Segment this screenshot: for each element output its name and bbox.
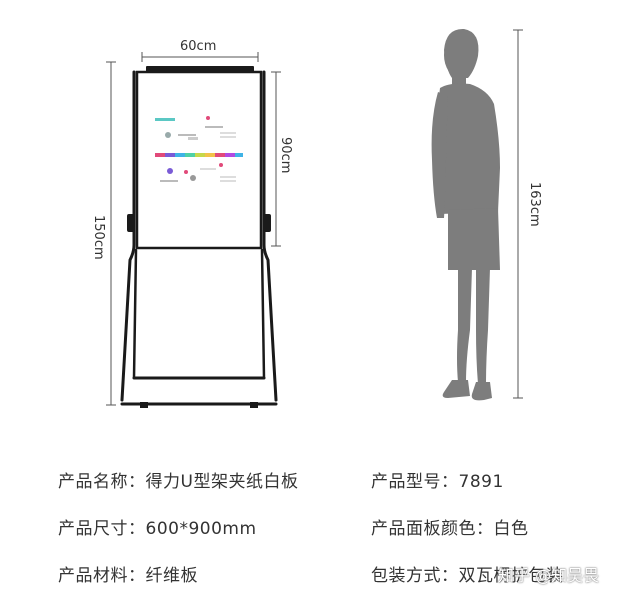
board-infographic xyxy=(155,116,243,182)
person-height-label: 163cm xyxy=(527,182,542,227)
color-bar xyxy=(155,153,243,157)
spec-material: 产品材料：纤维板 xyxy=(58,566,198,586)
person-silhouette xyxy=(431,28,500,401)
watermark: 知乎 @知吴畏 xyxy=(498,566,600,585)
whiteboard-stand xyxy=(120,66,278,408)
total-height-dimension-line xyxy=(106,61,116,406)
spec-product-name: 产品名称：得力U型架夹纸白板 xyxy=(58,472,299,492)
spec-model: 产品型号：7891 xyxy=(371,472,504,492)
width-dimension-line xyxy=(141,52,259,62)
spec-size: 产品尺寸：600*900mm xyxy=(58,519,257,539)
width-label: 60cm xyxy=(180,39,217,54)
spec-panel-color: 产品面板颜色：白色 xyxy=(371,519,529,539)
total-height-label: 150cm xyxy=(91,215,106,260)
person-height-dimension-line xyxy=(513,29,523,399)
board-height-label: 90cm xyxy=(278,137,293,174)
spec-package: 包装方式：双瓦楞护包装 xyxy=(371,566,564,586)
board-height-dimension-line xyxy=(271,71,281,247)
